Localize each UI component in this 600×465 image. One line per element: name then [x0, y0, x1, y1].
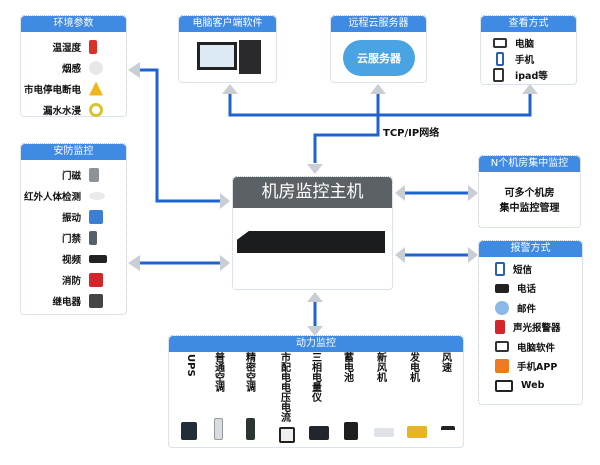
air-conditioner-icon: [214, 418, 223, 440]
power-warning-icon: [89, 81, 103, 96]
power-item: 普通空调: [215, 353, 225, 394]
view-title: 查看方式: [481, 16, 576, 32]
computer-software-icon: [495, 341, 509, 353]
smoke-detector-icon: [89, 60, 103, 75]
cloud-label: 云服务器: [357, 52, 401, 65]
env-title: 环境参数: [21, 16, 126, 32]
power-item: 精密空调: [246, 353, 256, 394]
battery-icon: [344, 422, 358, 440]
computer-icon: [197, 42, 237, 70]
power-item: 市配电电压电流: [281, 353, 291, 424]
client-title: 电脑客户端软件: [179, 16, 276, 32]
generator-icon: [407, 426, 427, 438]
power-item: 发电机: [410, 353, 420, 384]
multi-title: N个机房集中监控: [479, 156, 580, 172]
infrared-sensor-icon: [89, 191, 105, 200]
access-control-icon: [89, 230, 97, 245]
env-item: 温湿度: [21, 36, 126, 57]
email-icon: [495, 300, 509, 315]
power-item: 新风机: [377, 353, 387, 384]
cloud-icon: 云服务器: [343, 40, 415, 76]
fresh-air-icon: [374, 428, 394, 437]
power-item: 风速: [442, 353, 452, 374]
alarm-title: 报警方式: [479, 241, 582, 257]
vibration-sensor-icon: [89, 209, 103, 224]
relay-icon: [89, 293, 103, 308]
camera-icon: [89, 254, 107, 263]
multi-panel: N个机房集中监控 可多个机房 集中监控管理: [478, 155, 581, 228]
host-title: 机房监控主机: [233, 177, 392, 208]
telephone-icon: [495, 283, 509, 293]
host-device-icon: [237, 231, 385, 253]
env-panel: 环境参数 温湿度 烟感 市电停电断电 漏水水浸: [20, 15, 127, 117]
laptop-icon: [493, 38, 507, 48]
env-item: 烟感: [21, 57, 126, 78]
network-label: TCP/IP网络: [383, 128, 440, 139]
power-panel: 动力监控 UPS 普通空调 精密空调 市配电电压电流 三相电量仪 蓄电池 新风机…: [168, 335, 464, 448]
pc-tower-icon: [239, 40, 261, 74]
thermometer-icon: [89, 39, 97, 54]
alarm-panel: 报警方式 短信 电话 邮件 声光报警器 电脑软件 手机APP Web: [478, 240, 583, 405]
leak-sensor-icon: [89, 102, 103, 117]
security-title: 安防监控: [21, 144, 126, 160]
env-item: 市电停电断电: [21, 78, 126, 99]
power-item: 蓄电池: [344, 353, 354, 384]
sms-icon: [495, 261, 505, 276]
precision-ac-icon: [246, 418, 255, 440]
fire-icon: [89, 272, 103, 287]
power-meter-icon: [309, 426, 329, 440]
host-panel: 机房监控主机: [232, 176, 393, 290]
cloud-title: 远程云服务器: [331, 16, 426, 32]
web-monitor-icon: [495, 379, 513, 392]
anemometer-icon: [441, 426, 455, 440]
client-panel: 电脑客户端软件: [178, 15, 277, 83]
cloud-panel: 远程云服务器 云服务器: [330, 15, 427, 83]
phone-icon: [496, 52, 504, 66]
tablet-icon: [493, 68, 504, 82]
view-panel: 查看方式 电脑 手机 ipad等: [480, 15, 577, 85]
voltmeter-icon: [279, 427, 295, 443]
power-item: 三相电量仪: [312, 353, 322, 404]
siren-icon: [495, 320, 505, 335]
door-sensor-icon: [89, 167, 99, 182]
power-title: 动力监控: [169, 336, 463, 352]
security-panel: 安防监控 门磁 红外人体检测 振动 门禁 视频 消防 继电器: [20, 143, 127, 315]
env-item: 漏水水浸: [21, 99, 126, 120]
power-item: UPS: [185, 354, 196, 377]
mobile-app-icon: [495, 359, 509, 374]
ups-icon: [181, 422, 197, 440]
